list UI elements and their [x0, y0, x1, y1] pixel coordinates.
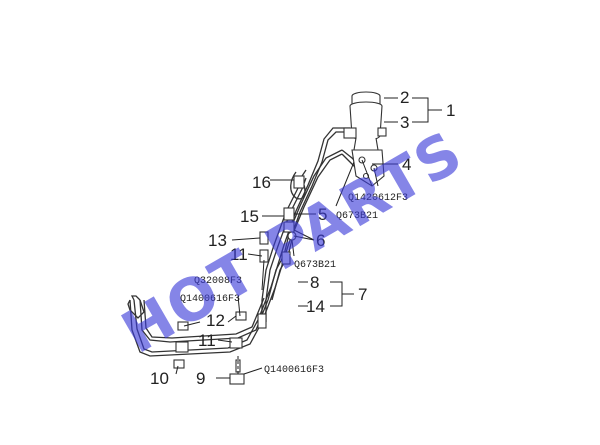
clamp-12-right	[235, 311, 247, 321]
callout-12: 12	[206, 311, 225, 330]
code-q32008f3: Q32008F3	[194, 276, 242, 287]
clamp-11-lower-left	[175, 341, 189, 353]
callout-4: 4	[402, 155, 411, 174]
callout-numbers: 2 3 1 4 16 15 5 6 13 11 8 14 7 12 11 10 …	[150, 88, 455, 388]
code-q673b21-upper: Q673B21	[336, 211, 378, 222]
clamp-5	[283, 221, 295, 233]
joint-mid	[281, 251, 291, 265]
watermark-text: HOT PARTS	[110, 117, 474, 366]
reservoir	[343, 91, 387, 151]
callout-9: 9	[196, 369, 205, 388]
part-codes: Q1420612F3 Q673B21 Q673B21 Q32008F3 Q140…	[180, 193, 408, 376]
callout-6: 6	[316, 231, 325, 250]
callout-11-upper: 11	[230, 245, 248, 264]
callout-15: 15	[240, 207, 259, 226]
callout-13: 13	[208, 231, 227, 250]
clamp-12-left	[177, 321, 189, 331]
callout-11-lower: 11	[198, 331, 216, 350]
callout-10: 10	[150, 369, 169, 388]
leader-lines	[175, 97, 442, 379]
callout-8: 8	[310, 273, 319, 292]
clamp-11-lower-right	[229, 337, 243, 349]
callout-3: 3	[400, 113, 409, 132]
clamp-16	[293, 175, 305, 189]
code-q1420612f3: Q1420612F3	[348, 193, 408, 204]
clamps	[173, 175, 305, 385]
callout-5: 5	[318, 205, 327, 224]
callout-14: 14	[306, 297, 325, 316]
code-q1400616f3-left: Q1400616F3	[180, 294, 240, 305]
callout-1: 1	[446, 101, 455, 120]
clamp-9	[229, 373, 245, 385]
callout-16: 16	[252, 173, 271, 192]
clamp-10	[173, 359, 185, 369]
code-q1400616f3-bottom: Q1400616F3	[264, 365, 324, 376]
code-q673b21-lower: Q673B21	[294, 260, 336, 271]
joint-lower	[257, 313, 267, 329]
callout-2: 2	[400, 88, 409, 107]
callout-7: 7	[358, 285, 367, 304]
